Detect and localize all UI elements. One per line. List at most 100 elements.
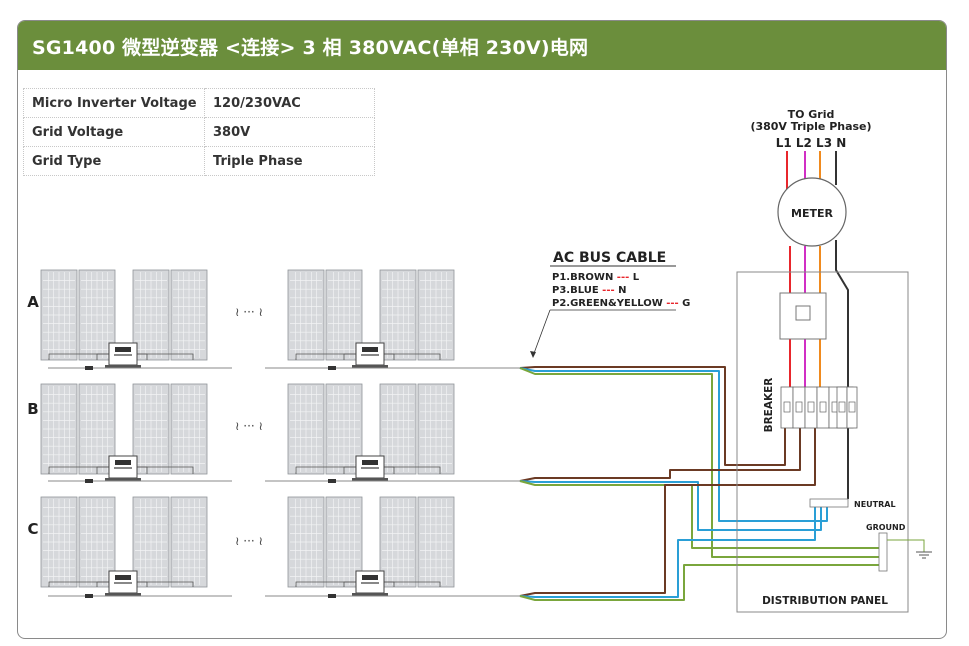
breaker-toggle: [819, 401, 827, 413]
dc-lead: [135, 581, 194, 587]
breaker-neutral-module: [846, 386, 858, 429]
micro-inverter-mount: [105, 593, 141, 596]
breaker-toggle: [783, 401, 791, 413]
ground-label: GROUND: [866, 523, 906, 532]
solar-panel: [325, 269, 363, 361]
ellipsis-c: ≀ ··· ≀: [235, 534, 263, 548]
bus-connector: [85, 479, 93, 483]
main-switch-toggle: [795, 305, 811, 321]
dc-lead: [48, 581, 111, 587]
solar-panel: [417, 496, 455, 588]
wire-row-b-green: [519, 480, 879, 549]
micro-inverter-vent: [361, 582, 379, 584]
breaker-neutral-module: [836, 386, 848, 429]
breaker-module: [792, 386, 806, 429]
bus-item-brown: P1.BROWN --- L: [552, 272, 640, 283]
solar-panel: [170, 269, 208, 361]
dc-lead: [382, 581, 441, 587]
solar-panel: [379, 496, 417, 588]
breaker-module: [804, 386, 818, 429]
solar-panel: [132, 269, 170, 361]
breaker-toggle: [848, 401, 856, 413]
micro-inverter-mount: [105, 365, 141, 368]
dc-lead: [295, 581, 358, 587]
solar-panel: [417, 383, 455, 475]
solar-panel: [170, 383, 208, 475]
micro-inverter: [105, 570, 141, 596]
bus-connector: [85, 594, 93, 598]
breaker-toggle: [795, 401, 803, 413]
solar-panel: [132, 496, 170, 588]
solar-panel: [379, 269, 417, 361]
grid-title: TO Grid: [788, 108, 835, 121]
bus-connector: [328, 479, 336, 483]
spec-value: 380V: [204, 117, 375, 147]
spec-row: Micro Inverter Voltage 120/230VAC: [23, 88, 375, 118]
wire-row-c-blue: [519, 507, 816, 598]
dc-lead: [382, 466, 441, 474]
solar-panel: [287, 383, 325, 475]
dc-lead: [135, 353, 194, 360]
micro-inverter-vent: [114, 354, 132, 356]
micro-inverter: [105, 342, 141, 368]
micro-inverter-logo: [115, 347, 131, 352]
solar-panel: [170, 496, 208, 588]
panel-label: DISTRIBUTION PANEL: [762, 595, 888, 607]
solar-panel: [40, 383, 78, 475]
row-label-c: C: [27, 520, 38, 538]
ellipsis-a: ≀ ··· ≀: [235, 305, 263, 319]
bus-item-blue: P3.BLUE --- N: [552, 285, 626, 296]
bus-connector: [328, 594, 336, 598]
micro-inverter: [105, 455, 141, 481]
spec-label: Micro Inverter Voltage: [23, 88, 205, 118]
ellipsis-b: ≀ ··· ≀: [235, 419, 263, 433]
distribution-panel: [736, 271, 909, 613]
wire-row-c-green: [519, 564, 879, 601]
micro-inverter: [352, 455, 388, 481]
row-label-b: B: [27, 400, 38, 418]
micro-inverter-mount: [105, 478, 141, 481]
ground-bar: [878, 532, 888, 572]
micro-inverter-mount: [352, 593, 388, 596]
bus-connector: [85, 366, 93, 370]
micro-inverter: [352, 570, 388, 596]
solar-panel: [40, 496, 78, 588]
spec-value: Triple Phase: [204, 146, 375, 176]
row-label-a: A: [27, 293, 39, 311]
spec-value: 120/230VAC: [204, 88, 375, 118]
solar-panel: [417, 269, 455, 361]
wire-row-a-green: [519, 367, 879, 558]
ground-symbol-icon: [887, 539, 932, 559]
wire-row-c-brown: [519, 428, 816, 597]
header-bar: SG1400 微型逆变器 <连接> 3 相 380VAC(单相 230V)电网: [18, 21, 946, 70]
grid-lines: L1 L2 L3 N: [776, 136, 847, 150]
spec-table: Micro Inverter Voltage 120/230VAC Grid V…: [23, 88, 375, 176]
micro-inverter-logo: [362, 347, 378, 352]
solar-panel: [132, 383, 170, 475]
micro-inverter-vent: [114, 467, 132, 469]
dc-lead: [48, 466, 111, 474]
spec-row: Grid Type Triple Phase: [23, 146, 375, 176]
bus-pointer-arrow: [530, 351, 536, 358]
micro-inverter-logo: [362, 460, 378, 465]
breaker-module: [816, 386, 830, 429]
bus-connector: [328, 366, 336, 370]
solar-panel: [287, 269, 325, 361]
wiring: [48, 151, 879, 601]
breaker-module: [780, 386, 794, 429]
solar-panel: [287, 496, 325, 588]
micro-inverter-mount: [352, 365, 388, 368]
micro-inverter-mount: [352, 478, 388, 481]
breaker-toggle: [838, 401, 846, 413]
bus-item-green: P2.GREEN&YELLOW --- G: [552, 298, 690, 309]
dc-lead: [295, 353, 358, 360]
breaker-block: [780, 386, 858, 429]
wire-row-a-brown: [519, 366, 786, 466]
solar-panel: [379, 383, 417, 475]
dc-lead: [48, 353, 111, 360]
wire-row-a-blue: [519, 367, 828, 522]
meter: [777, 177, 847, 247]
micro-inverter-vent: [361, 354, 379, 356]
breaker-toggle: [807, 401, 815, 413]
dc-lead: [295, 466, 358, 474]
